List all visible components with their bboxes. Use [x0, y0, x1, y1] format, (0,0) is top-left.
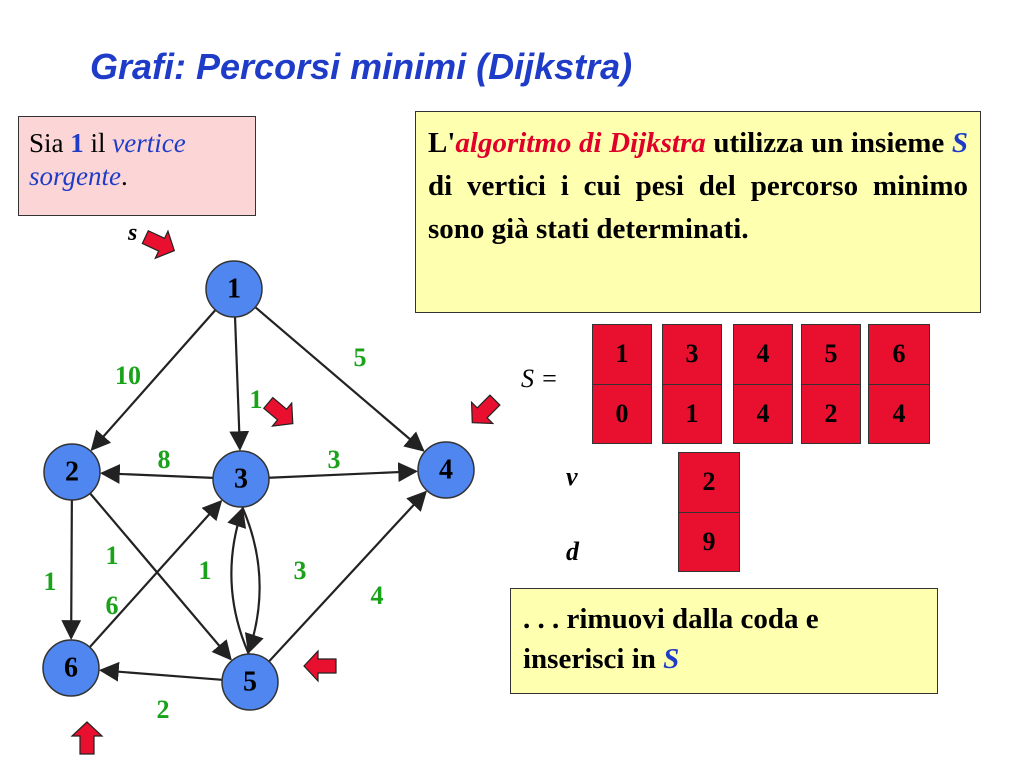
card-vertex: 1 — [593, 325, 651, 385]
card-distance: 1 — [685, 398, 699, 428]
node-label-1: 1 — [227, 273, 241, 304]
node-4 — [417, 441, 475, 499]
edge-weight-1-4: 5 — [354, 343, 367, 372]
algorithm-name: algoritmo di Dijkstra — [455, 127, 706, 159]
pointer-3-icon — [262, 396, 294, 427]
node-2 — [43, 443, 101, 501]
edge-5-6 — [98, 661, 223, 682]
source-s-label: s — [128, 220, 138, 246]
node-5 — [221, 653, 279, 711]
node-label-6: 6 — [64, 652, 78, 683]
edge-1-3 — [229, 316, 250, 451]
edge-3-4 — [268, 462, 419, 482]
edge-weight-6-3: 6 — [106, 591, 119, 620]
algorithm-description-box: L'algoritmo di Dijkstra utilizza un insi… — [415, 111, 981, 313]
pointer-4-icon — [470, 394, 501, 425]
card-vertex: 2 — [679, 453, 739, 513]
node-label-4: 4 — [439, 454, 453, 485]
pointer-1-icon — [141, 229, 176, 260]
edge-2-6 — [61, 499, 82, 640]
card-distance: 2 — [824, 398, 838, 428]
page-title: Grafi: Percorsi minimi (Dijkstra) — [90, 46, 633, 87]
edge-5-3 — [227, 507, 250, 655]
d-label: d — [566, 537, 579, 566]
edge-1-4 — [254, 306, 425, 452]
edge-weight-2-6: 1 — [44, 567, 57, 596]
edge-5-4 — [268, 490, 427, 663]
card-distance: 9 — [702, 526, 716, 556]
edge-weight-1-2: 10 — [115, 361, 141, 390]
edge-3-2 — [99, 464, 214, 484]
node-label-3: 3 — [234, 463, 248, 494]
node-6 — [42, 639, 100, 697]
node-label-2: 2 — [65, 456, 79, 487]
node-layer: 1 2 3 4 5 6 — [42, 260, 475, 711]
edge-1-2 — [90, 309, 217, 452]
edge-2-5 — [89, 492, 232, 661]
card-vertex: 6 — [869, 325, 929, 385]
card-distance: 0 — [615, 398, 629, 428]
v-label: v — [566, 462, 578, 491]
remove-insert-box: . . . rimuovi dalla coda e inserisci in … — [510, 588, 938, 694]
source-vertex-number: 1 — [70, 128, 84, 158]
pointer-6-icon — [70, 721, 104, 755]
edge-weight-2-5: 1 — [106, 541, 119, 570]
set-s-label: S = — [521, 364, 559, 393]
edge-weight-5-6: 2 — [157, 695, 170, 724]
card-vertex: 3 — [663, 325, 721, 385]
edge-weight-3-4: 3 — [328, 445, 341, 474]
edge-weight-5-4: 4 — [371, 581, 384, 610]
node-3 — [212, 450, 270, 508]
edge-6-3 — [88, 499, 223, 648]
pointer-5-icon — [303, 649, 337, 683]
edge-3-5 — [241, 506, 264, 654]
card-distance: 4 — [756, 398, 770, 428]
card-vertex: 5 — [802, 325, 860, 385]
node-label-5: 5 — [243, 666, 257, 697]
edge-weight-1-3: 1 — [250, 385, 263, 414]
edge-weight-3-2: 8 — [158, 445, 171, 474]
edge-weight-3-5: 1 — [199, 556, 212, 585]
card-distance: 4 — [892, 398, 906, 428]
node-1 — [205, 260, 263, 318]
card-vertex: 4 — [734, 325, 792, 385]
edge-weight-5-3: 3 — [294, 556, 307, 585]
